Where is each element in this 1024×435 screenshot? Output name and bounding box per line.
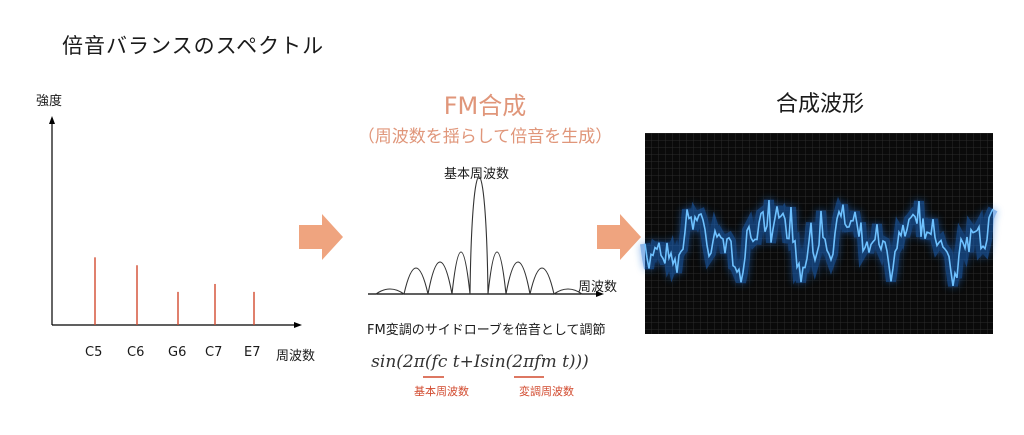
spectrum-tick-label: C5 <box>85 345 103 360</box>
fm-subtitle: （周波数を揺らして倍音を生成） <box>357 127 613 147</box>
fm-title: FM合成 <box>443 92 527 120</box>
arrow-right-icon <box>299 214 343 260</box>
waveform-line <box>644 199 994 287</box>
fm-x-arrowhead <box>596 291 604 297</box>
page-title: 倍音バランスのスペクトル <box>62 34 325 58</box>
spectrum-tick-label: C6 <box>127 345 145 360</box>
spectrum-x-label: 周波数 <box>276 349 316 364</box>
spectrum-tick-label: G6 <box>168 345 187 360</box>
spectrum-tick-label: C7 <box>205 345 223 360</box>
fm-center-label: 基本周波数 <box>444 167 510 182</box>
fc-label: 基本周波数 <box>414 385 469 398</box>
fm-caption: FM変調のサイドローブを倍音として調節 <box>367 323 606 338</box>
spectrum-y-arrowhead <box>49 116 55 124</box>
fm-x-label: 周波数 <box>578 280 618 295</box>
fm-sideband-lobes <box>375 176 583 295</box>
fm-mod-label: 変調周波数 <box>519 385 574 398</box>
arrow-right-icon <box>597 214 641 260</box>
fm-formula: sin(2π(fc t+Isin(2πfm t))) <box>371 352 589 372</box>
result-title: 合成波形 <box>775 92 864 117</box>
spectrum-x-arrowhead <box>294 322 302 328</box>
spectrum-y-label: 強度 <box>36 94 63 109</box>
spectrum-tick-label: E7 <box>244 345 261 360</box>
